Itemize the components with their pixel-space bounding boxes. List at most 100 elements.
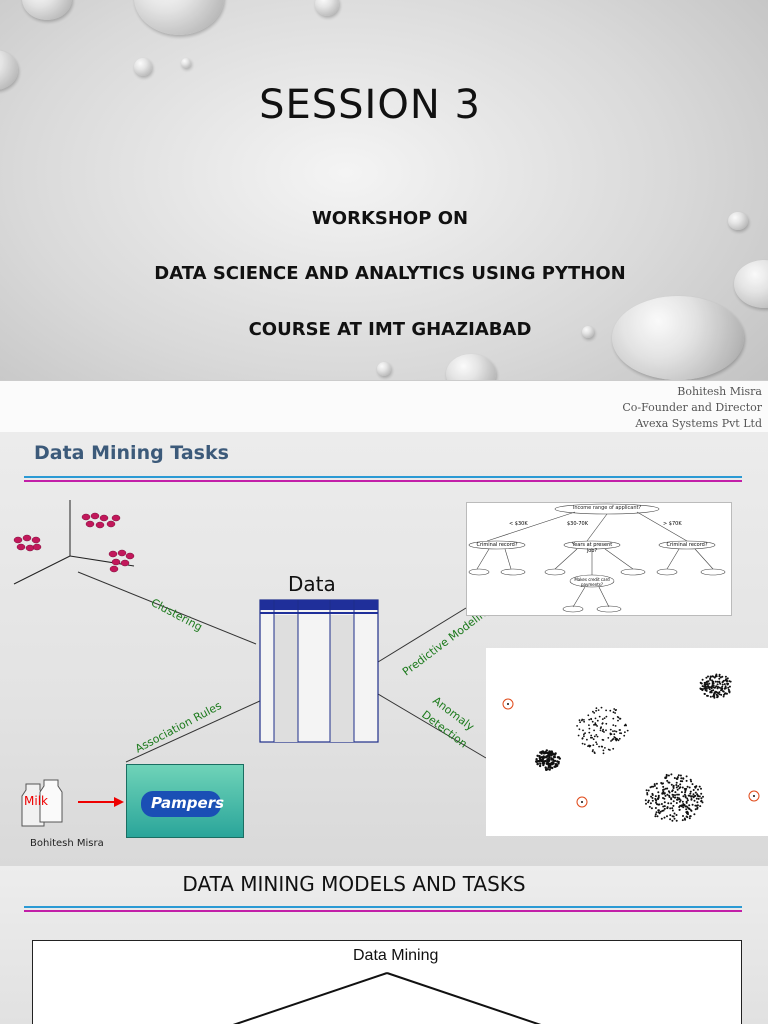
- scatter-point: [722, 695, 725, 698]
- scatter-point: [675, 802, 678, 804]
- scatter-point: [615, 730, 618, 733]
- scatter-point: [666, 793, 669, 796]
- scatter-point: [678, 808, 681, 811]
- scatter-point: [670, 802, 673, 805]
- author-credit: Bohitesh Misra: [30, 838, 104, 849]
- scatter-point: [703, 681, 706, 684]
- scatter-point: [617, 719, 619, 722]
- scatter-point: [588, 731, 591, 734]
- scatter-point: [614, 736, 616, 739]
- title-slide: SESSION 3 WORKSHOP ON DATA SCIENCE AND A…: [0, 0, 768, 432]
- scatter-point: [657, 798, 660, 800]
- scatter-point: [666, 807, 669, 810]
- scatter-point: [593, 735, 596, 738]
- scatter-point: [581, 737, 584, 740]
- scatter-point: [597, 709, 600, 711]
- scatter-point: [535, 758, 538, 761]
- scatter-point: [583, 743, 586, 746]
- scatter-point: [718, 675, 721, 678]
- scatter-point: [687, 807, 690, 810]
- scatter-point: [668, 794, 671, 797]
- scatter-point: [662, 789, 664, 791]
- scatter-point: [536, 760, 539, 763]
- scatter-point: [671, 809, 674, 812]
- scatter-point: [710, 691, 713, 693]
- scatter-point: [718, 677, 721, 680]
- scatter-point: [551, 752, 554, 755]
- title-rule-magenta: [24, 480, 742, 482]
- scatter-point: [713, 696, 716, 699]
- decision-tree-figure: Income range of applicant? < $30K $30-70…: [466, 502, 732, 616]
- scatter-point: [703, 687, 706, 690]
- scatter-point: [706, 694, 708, 697]
- scatter-point: [557, 762, 560, 765]
- scatter-point: [548, 768, 551, 771]
- scatter-point: [550, 757, 553, 760]
- scatter-point: [542, 762, 545, 765]
- scatter-point: [681, 800, 684, 803]
- scatter-point: [714, 680, 717, 683]
- scatter-point: [667, 774, 670, 777]
- tree-root: Income range of applicant?: [572, 505, 642, 511]
- scatter-point: [659, 810, 662, 813]
- scatter-point: [686, 810, 689, 813]
- scatter-point: [686, 797, 689, 800]
- connector-lines: [77, 571, 487, 763]
- scatter-point: [662, 805, 665, 808]
- scatter-point: [666, 815, 668, 818]
- scatter-point: [715, 693, 718, 696]
- scatter-point: [663, 807, 666, 810]
- scatter-point: [601, 722, 604, 724]
- scatter-point: [694, 785, 696, 788]
- scatter-point: [594, 717, 597, 720]
- scatter-point: [682, 806, 685, 809]
- scatter-point: [658, 803, 661, 806]
- scatter-point: [701, 678, 704, 681]
- scatter-point: [701, 801, 704, 804]
- scatter-point: [724, 692, 727, 695]
- scatter-point: [662, 782, 664, 785]
- scatter-point: [716, 683, 719, 686]
- anomaly-outlier-marker: [502, 698, 514, 710]
- scatter-point: [593, 752, 596, 754]
- scatter-point: [698, 795, 701, 798]
- scatter-point: [686, 799, 689, 802]
- subtitle-line-2: DATA SCIENCE AND ANALYTICS USING PYTHON: [154, 263, 626, 284]
- scatter-point: [590, 717, 592, 720]
- scatter-point: [610, 740, 612, 742]
- scatter-point: [712, 675, 715, 678]
- scatter-point: [605, 722, 608, 725]
- water-drop-decoration: [728, 212, 748, 230]
- scatter-point: [581, 742, 584, 745]
- scatter-point: [624, 731, 626, 734]
- scatter-point: [676, 798, 679, 801]
- scatter-point: [720, 689, 722, 692]
- scatter-point: [675, 819, 678, 822]
- scatter-point: [718, 680, 721, 683]
- scatter-point: [671, 807, 674, 810]
- scatter-point: [690, 780, 693, 783]
- scatter-point: [662, 785, 665, 788]
- scatter-point: [715, 685, 718, 688]
- scatter-point: [592, 738, 595, 741]
- scatter-point: [593, 712, 596, 714]
- scatter-point: [712, 689, 715, 692]
- subtitle-line-1: WORKSHOP ON: [311, 208, 469, 229]
- scatter-point: [679, 783, 682, 786]
- scatter-point: [677, 793, 680, 796]
- title-rule-blue: [24, 476, 742, 478]
- scatter-point: [657, 791, 660, 794]
- scatter-point: [670, 783, 673, 786]
- scatter-point: [679, 780, 682, 783]
- scatter-point: [613, 730, 616, 732]
- scatter-point: [536, 754, 539, 757]
- scatter-point: [616, 716, 619, 718]
- pampers-logo-badge: [141, 791, 221, 817]
- scatter-point: [677, 785, 680, 787]
- tree-node-mid: Years at present job?: [571, 542, 613, 554]
- scatter-point: [674, 796, 677, 799]
- scatter-point: [609, 709, 612, 712]
- scatter-point: [712, 686, 715, 689]
- scatter-point: [673, 812, 676, 815]
- milk-bottles-icon: Milk: [18, 776, 70, 828]
